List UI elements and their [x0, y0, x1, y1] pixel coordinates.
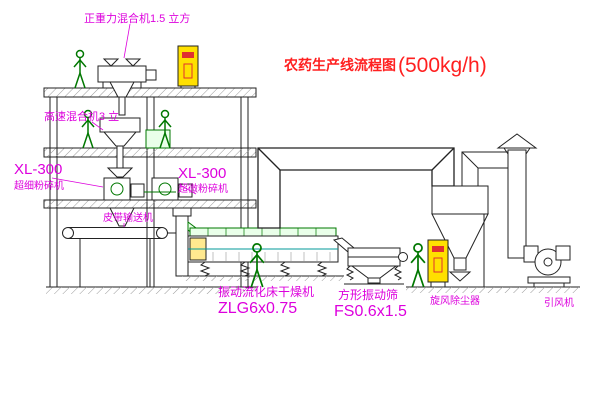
- cabinet-text-marks: [432, 246, 444, 252]
- label-mill-left-model: XL-300: [14, 161, 62, 178]
- label-mill-left-name: 超细粉碎机: [14, 179, 64, 192]
- label-fan: 引风机: [544, 296, 574, 309]
- vibrating-screen: [332, 237, 408, 285]
- dryer-springs: [199, 261, 328, 277]
- control-cabinet-lower: [427, 239, 449, 287]
- cyclone-separator: [431, 151, 509, 287]
- control-cabinet-upper: [177, 45, 199, 88]
- diagram-capacity: (500kg/h): [398, 54, 487, 77]
- cabinet-text-marks: [182, 52, 194, 58]
- labels: 农药生产线流程图 (500kg/h) 正重力混合机1.5 立方 高速混合机3 立…: [14, 11, 574, 320]
- label-cyclone: 旋风除尘器: [430, 294, 480, 307]
- exhaust-stack: [496, 133, 538, 259]
- induced-draft-fan: [523, 245, 571, 287]
- high-speed-mixer: [99, 117, 141, 178]
- label-belt-conveyor: 皮带输送机: [103, 211, 153, 224]
- rain-cap: [496, 133, 538, 149]
- belt-conveyor: [62, 227, 176, 287]
- label-dryer-model: ZLG6x0.75: [218, 300, 297, 317]
- mill-left: [103, 177, 145, 201]
- label-dryer-name: 振动流化床干燥机: [218, 285, 314, 299]
- diagram-title: 农药生产线流程图: [283, 57, 396, 73]
- label-mill-right-name: 超微粉碎机: [178, 182, 228, 195]
- gravity-mixer: [97, 58, 157, 116]
- label-screen-name: 方形振动筛: [338, 287, 398, 302]
- person-figure: [410, 243, 426, 288]
- label-screen-model: FS0.6x1.5: [334, 303, 407, 320]
- label-mill-right-model: XL-300: [178, 165, 226, 182]
- exhaust-duct: [257, 147, 455, 229]
- discharge-hopper: [109, 207, 135, 227]
- person-figure: [73, 49, 87, 89]
- label-gravity-mixer: 正重力混合机1.5 立方: [84, 11, 190, 25]
- fluid-bed-dryer: [182, 227, 344, 281]
- leader-lines: [51, 23, 197, 227]
- mill-right: [151, 177, 193, 201]
- label-high-speed-mixer: 高速混合机3 立: [44, 109, 119, 123]
